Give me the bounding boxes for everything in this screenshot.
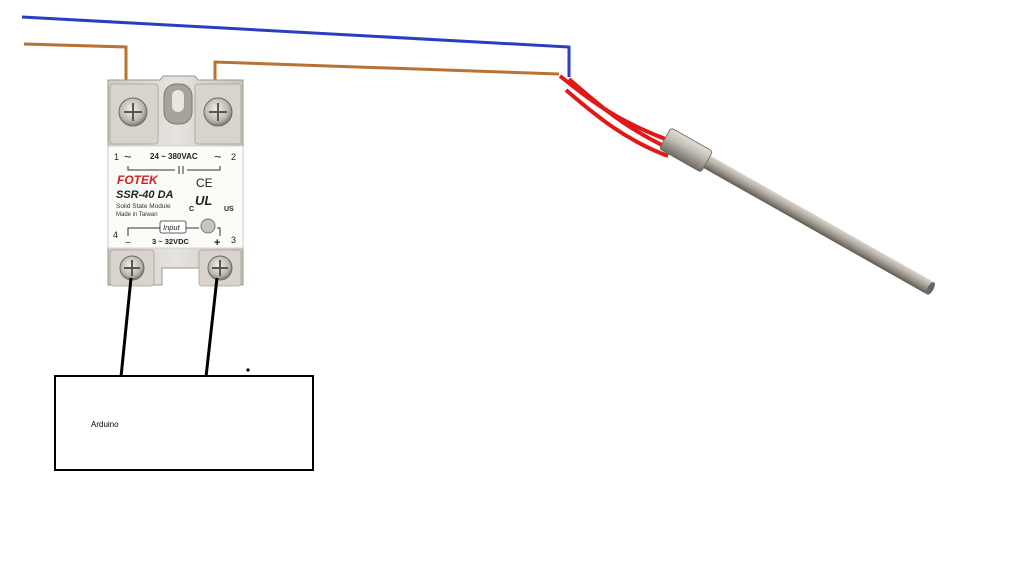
screw-terminal-2[interactable] [203,97,233,127]
ac-range: 24 ~ 380VAC [150,152,198,161]
heater-sleeve [659,128,713,172]
heater-lead-3 [564,88,669,158]
input-symbol-line [127,227,221,236]
module-subtitle: Solid State Module [116,203,171,210]
screw-terminal-1[interactable] [118,97,148,127]
model-number: SSR-40 DA [116,189,174,201]
ce-mark: CE [196,176,213,190]
signal-wire-positive [204,277,219,378]
plus-sign: + [214,237,220,249]
terminal-3-number: 3 [231,235,236,245]
tilde-right: ~ [214,149,222,164]
ul-us-mark: US [224,206,234,213]
made-in: Made in Taiwan [116,212,158,218]
live-wire-relay-to-heater [213,60,560,100]
minus-sign: − [125,238,131,249]
heater-rod-tip [926,282,935,295]
arduino-label: Arduino [91,420,119,429]
brand-logo: FOTEK [117,173,159,187]
solid-state-relay: 1 ~ 24 ~ 380VAC ~ 2 FOTEK CE SSR-40 DA S… [107,75,244,287]
cartridge-heater [659,128,935,295]
signal-wire-negative [119,277,133,378]
heater-lead-2 [567,77,669,150]
screw-terminal-3[interactable] [207,255,233,281]
heater-rod [683,144,934,294]
input-label: Input [163,223,181,232]
terminal-2-number: 2 [231,152,236,162]
ul-mark: UL [195,193,212,208]
neutral-wire [21,15,571,77]
arduino-box [54,375,314,471]
tilde-left: ~ [124,149,132,164]
ac-symbol-line [127,166,221,174]
dc-range: 3 ~ 32VDC [152,237,189,246]
input-box [159,220,187,234]
status-led [200,218,216,234]
ul-c-mark: C [189,206,194,213]
terminal-4-number: 4 [113,230,118,240]
terminal-1-number: 1 [114,152,119,162]
stray-dot [246,368,250,372]
screw-terminal-4[interactable] [119,255,145,281]
